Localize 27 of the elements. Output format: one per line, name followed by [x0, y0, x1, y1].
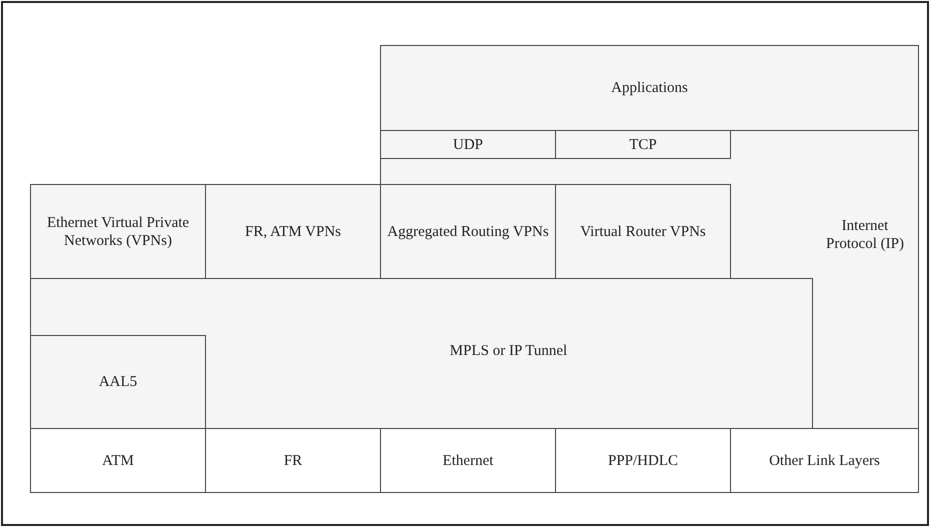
protocol-layer-box [380, 45, 919, 131]
layer-label: ATM [102, 452, 134, 470]
protocol-layer-box [380, 130, 556, 159]
layer-label: Internet Protocol (IP) [825, 217, 905, 253]
protocol-layer-box [555, 130, 731, 159]
protocol-layer-box [380, 184, 556, 279]
protocol-layer-block [380, 130, 919, 429]
layer-label: Ethernet [442, 452, 494, 470]
layer-label: Other Link Layers [769, 452, 880, 470]
protocol-layer-box [30, 335, 206, 429]
protocol-layer-box [30, 184, 206, 279]
layer-label: Ethernet Virtual Private Networks (VPNs) [46, 214, 190, 250]
protocol-layer-block [30, 278, 813, 429]
layer-label: PPP/HDLC [608, 452, 678, 470]
layer-label: Aggregated Routing VPNs [387, 222, 549, 240]
layer-label: MPLS or IP Tunnel [450, 342, 568, 360]
layer-label: AAL5 [98, 373, 138, 391]
layer-label: Virtual Router VPNs [580, 222, 706, 240]
layer-label: TCP [629, 136, 657, 154]
protocol-layer-box [555, 184, 731, 279]
layer-label: Applications [611, 79, 688, 97]
layer-label: FR, ATM VPNs [244, 222, 341, 240]
protocol-layer-box [730, 428, 919, 493]
layer-label: FR [284, 452, 302, 470]
protocol-layer-box [30, 428, 206, 493]
protocol-layer-box [205, 184, 381, 279]
layer-label: UDP [452, 136, 483, 154]
